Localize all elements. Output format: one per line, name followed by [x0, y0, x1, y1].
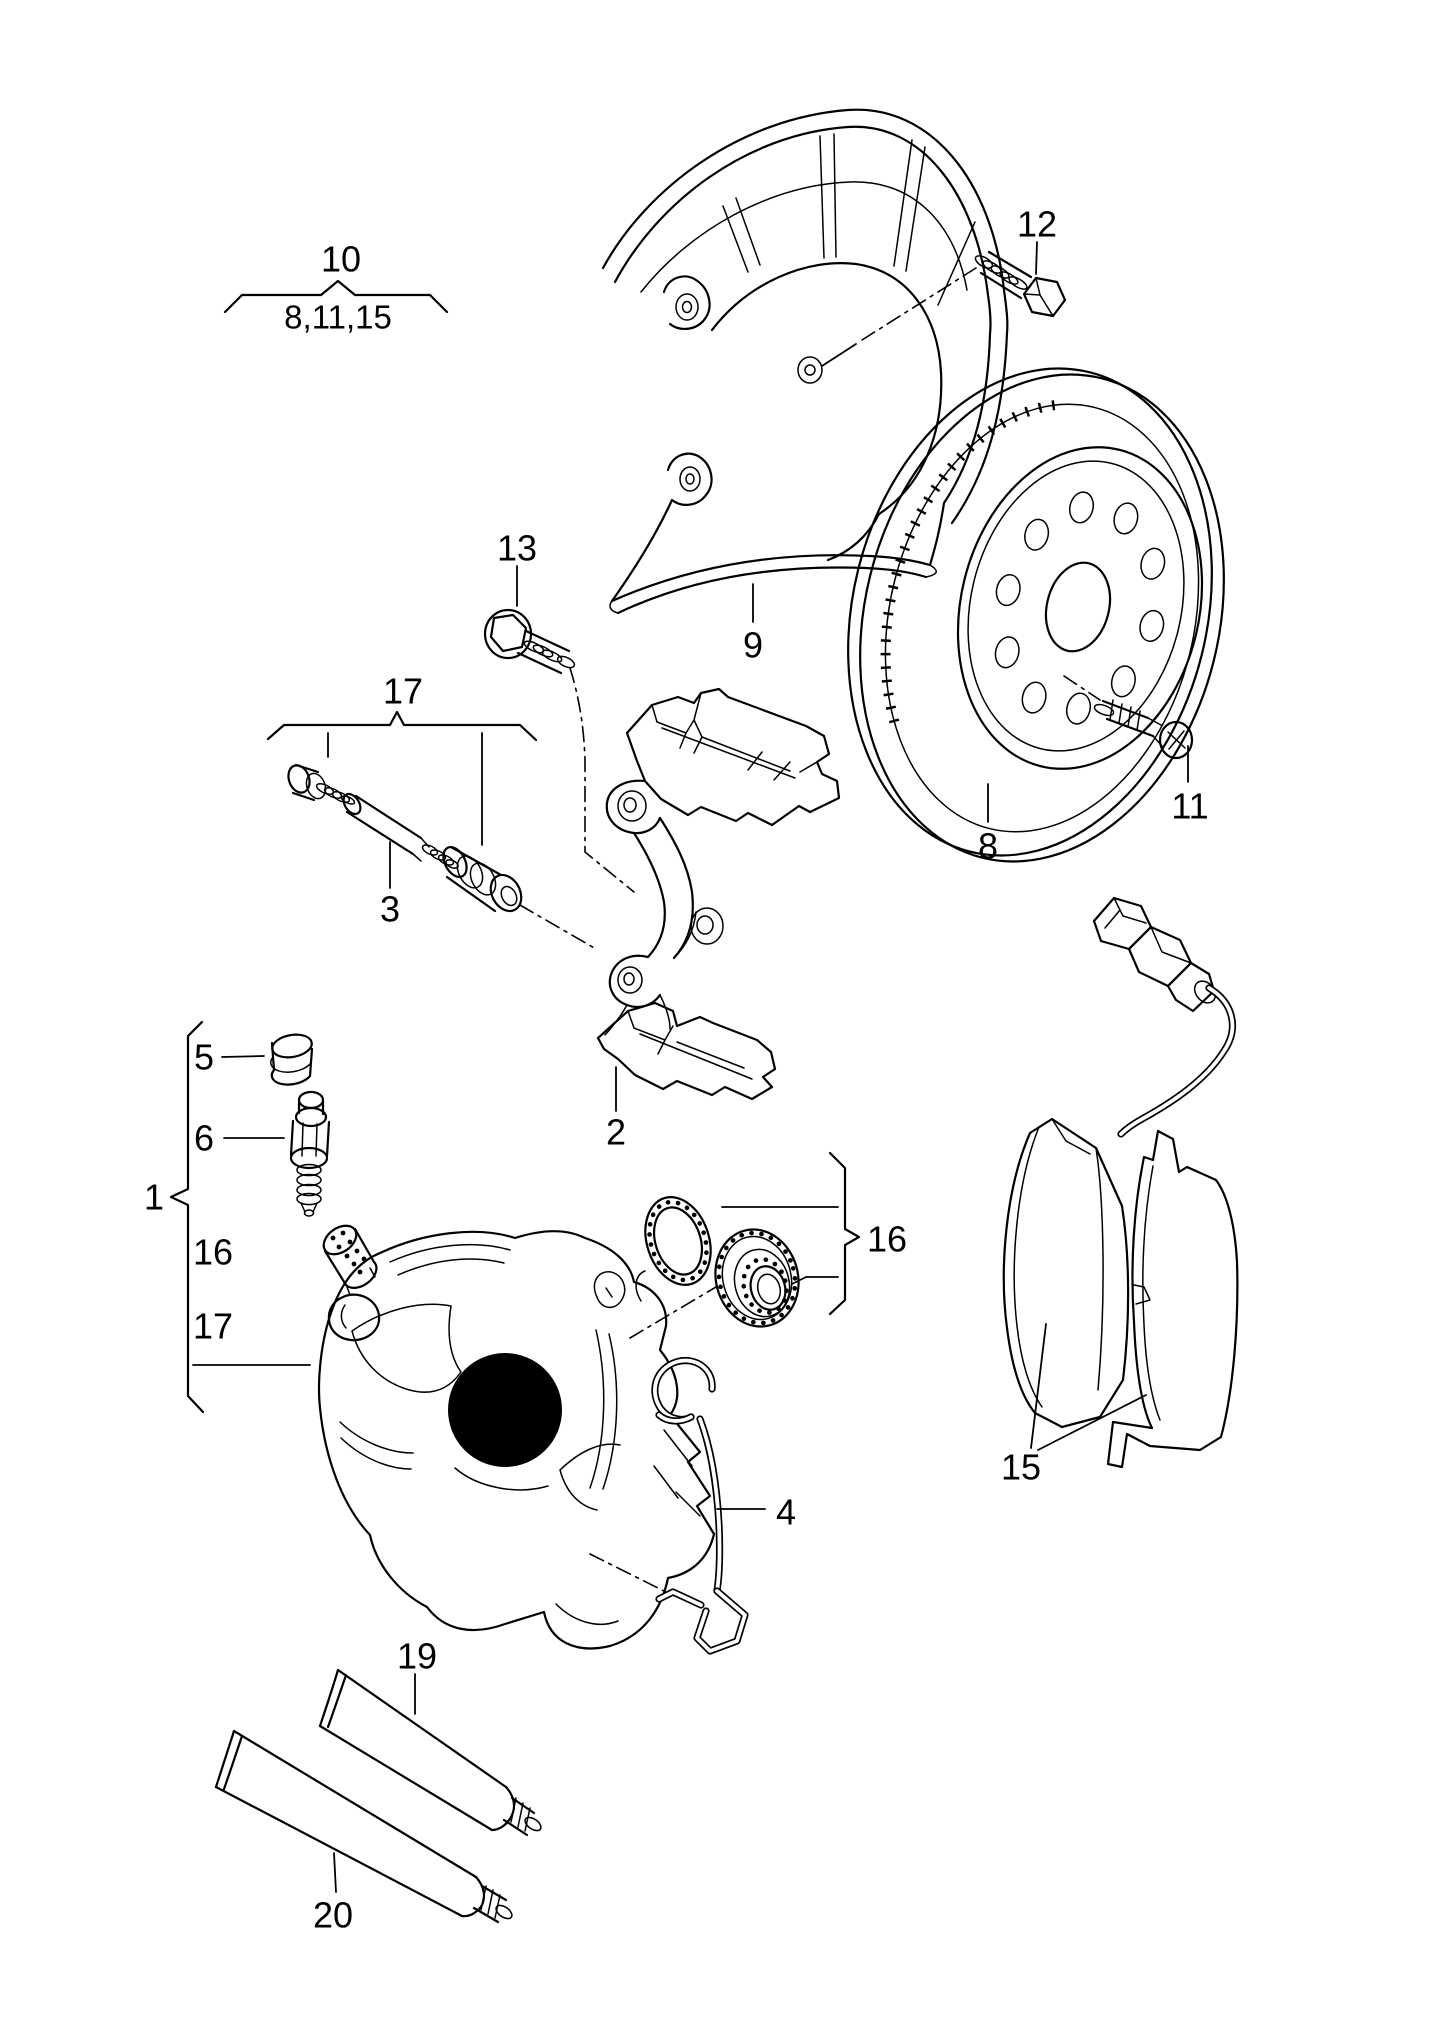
callout-20: 20 [313, 1895, 353, 1936]
callout-19: 19 [397, 1636, 437, 1677]
callout-17-left: 17 [193, 1306, 233, 1347]
carrier-bolt: 13 [483, 528, 635, 893]
piston-seal-kit: 16 [644, 1151, 907, 1328]
callout-17-kit: 17 [383, 671, 423, 712]
wear-sensor [1092, 896, 1236, 1138]
redaction-dot [448, 1353, 562, 1467]
grease-tube-20: 20 [214, 1729, 513, 1936]
callout-12: 12 [1017, 204, 1057, 245]
callout-16-right: 16 [867, 1219, 907, 1260]
caliper-assembly-group: 1 5 6 16 17 [144, 1020, 381, 1414]
callout-15: 15 [1001, 1447, 1041, 1488]
callout-5: 5 [194, 1037, 214, 1078]
grease-tube-19: 19 [318, 1636, 542, 1837]
guide-pin-kit: 17 3 [266, 671, 597, 950]
callout-16-left: 16 [193, 1232, 233, 1273]
callout-8: 8 [978, 826, 998, 867]
brake-disc: 8 [847, 367, 1225, 867]
shield-bolt: 12 [861, 204, 1067, 341]
dust-cap [270, 1033, 314, 1086]
callout-4: 4 [776, 1492, 796, 1533]
callout-3: 3 [380, 889, 400, 930]
callout-8-11-15: 8,11,15 [284, 299, 392, 336]
callout-10: 10 [321, 239, 361, 280]
group-bracket-10: 10 8,11,15 [223, 239, 449, 336]
caliper-carrier: 2 [596, 687, 841, 1153]
brake-pads: 15 [1001, 896, 1239, 1488]
disc-screw: 11 [1063, 675, 1209, 827]
callout-2: 2 [606, 1112, 626, 1153]
brake-caliper [317, 1230, 717, 1650]
callout-9: 9 [743, 625, 763, 666]
callout-11: 11 [1171, 786, 1208, 827]
callout-13: 13 [497, 528, 537, 569]
bleeder-valve [289, 1090, 331, 1217]
splash-shield: 9 [601, 108, 1009, 666]
pad-retaining-spring: 4 [651, 1357, 796, 1655]
callout-1: 1 [144, 1177, 164, 1218]
caliper-pin [322, 1224, 378, 1296]
callout-6: 6 [194, 1118, 214, 1159]
